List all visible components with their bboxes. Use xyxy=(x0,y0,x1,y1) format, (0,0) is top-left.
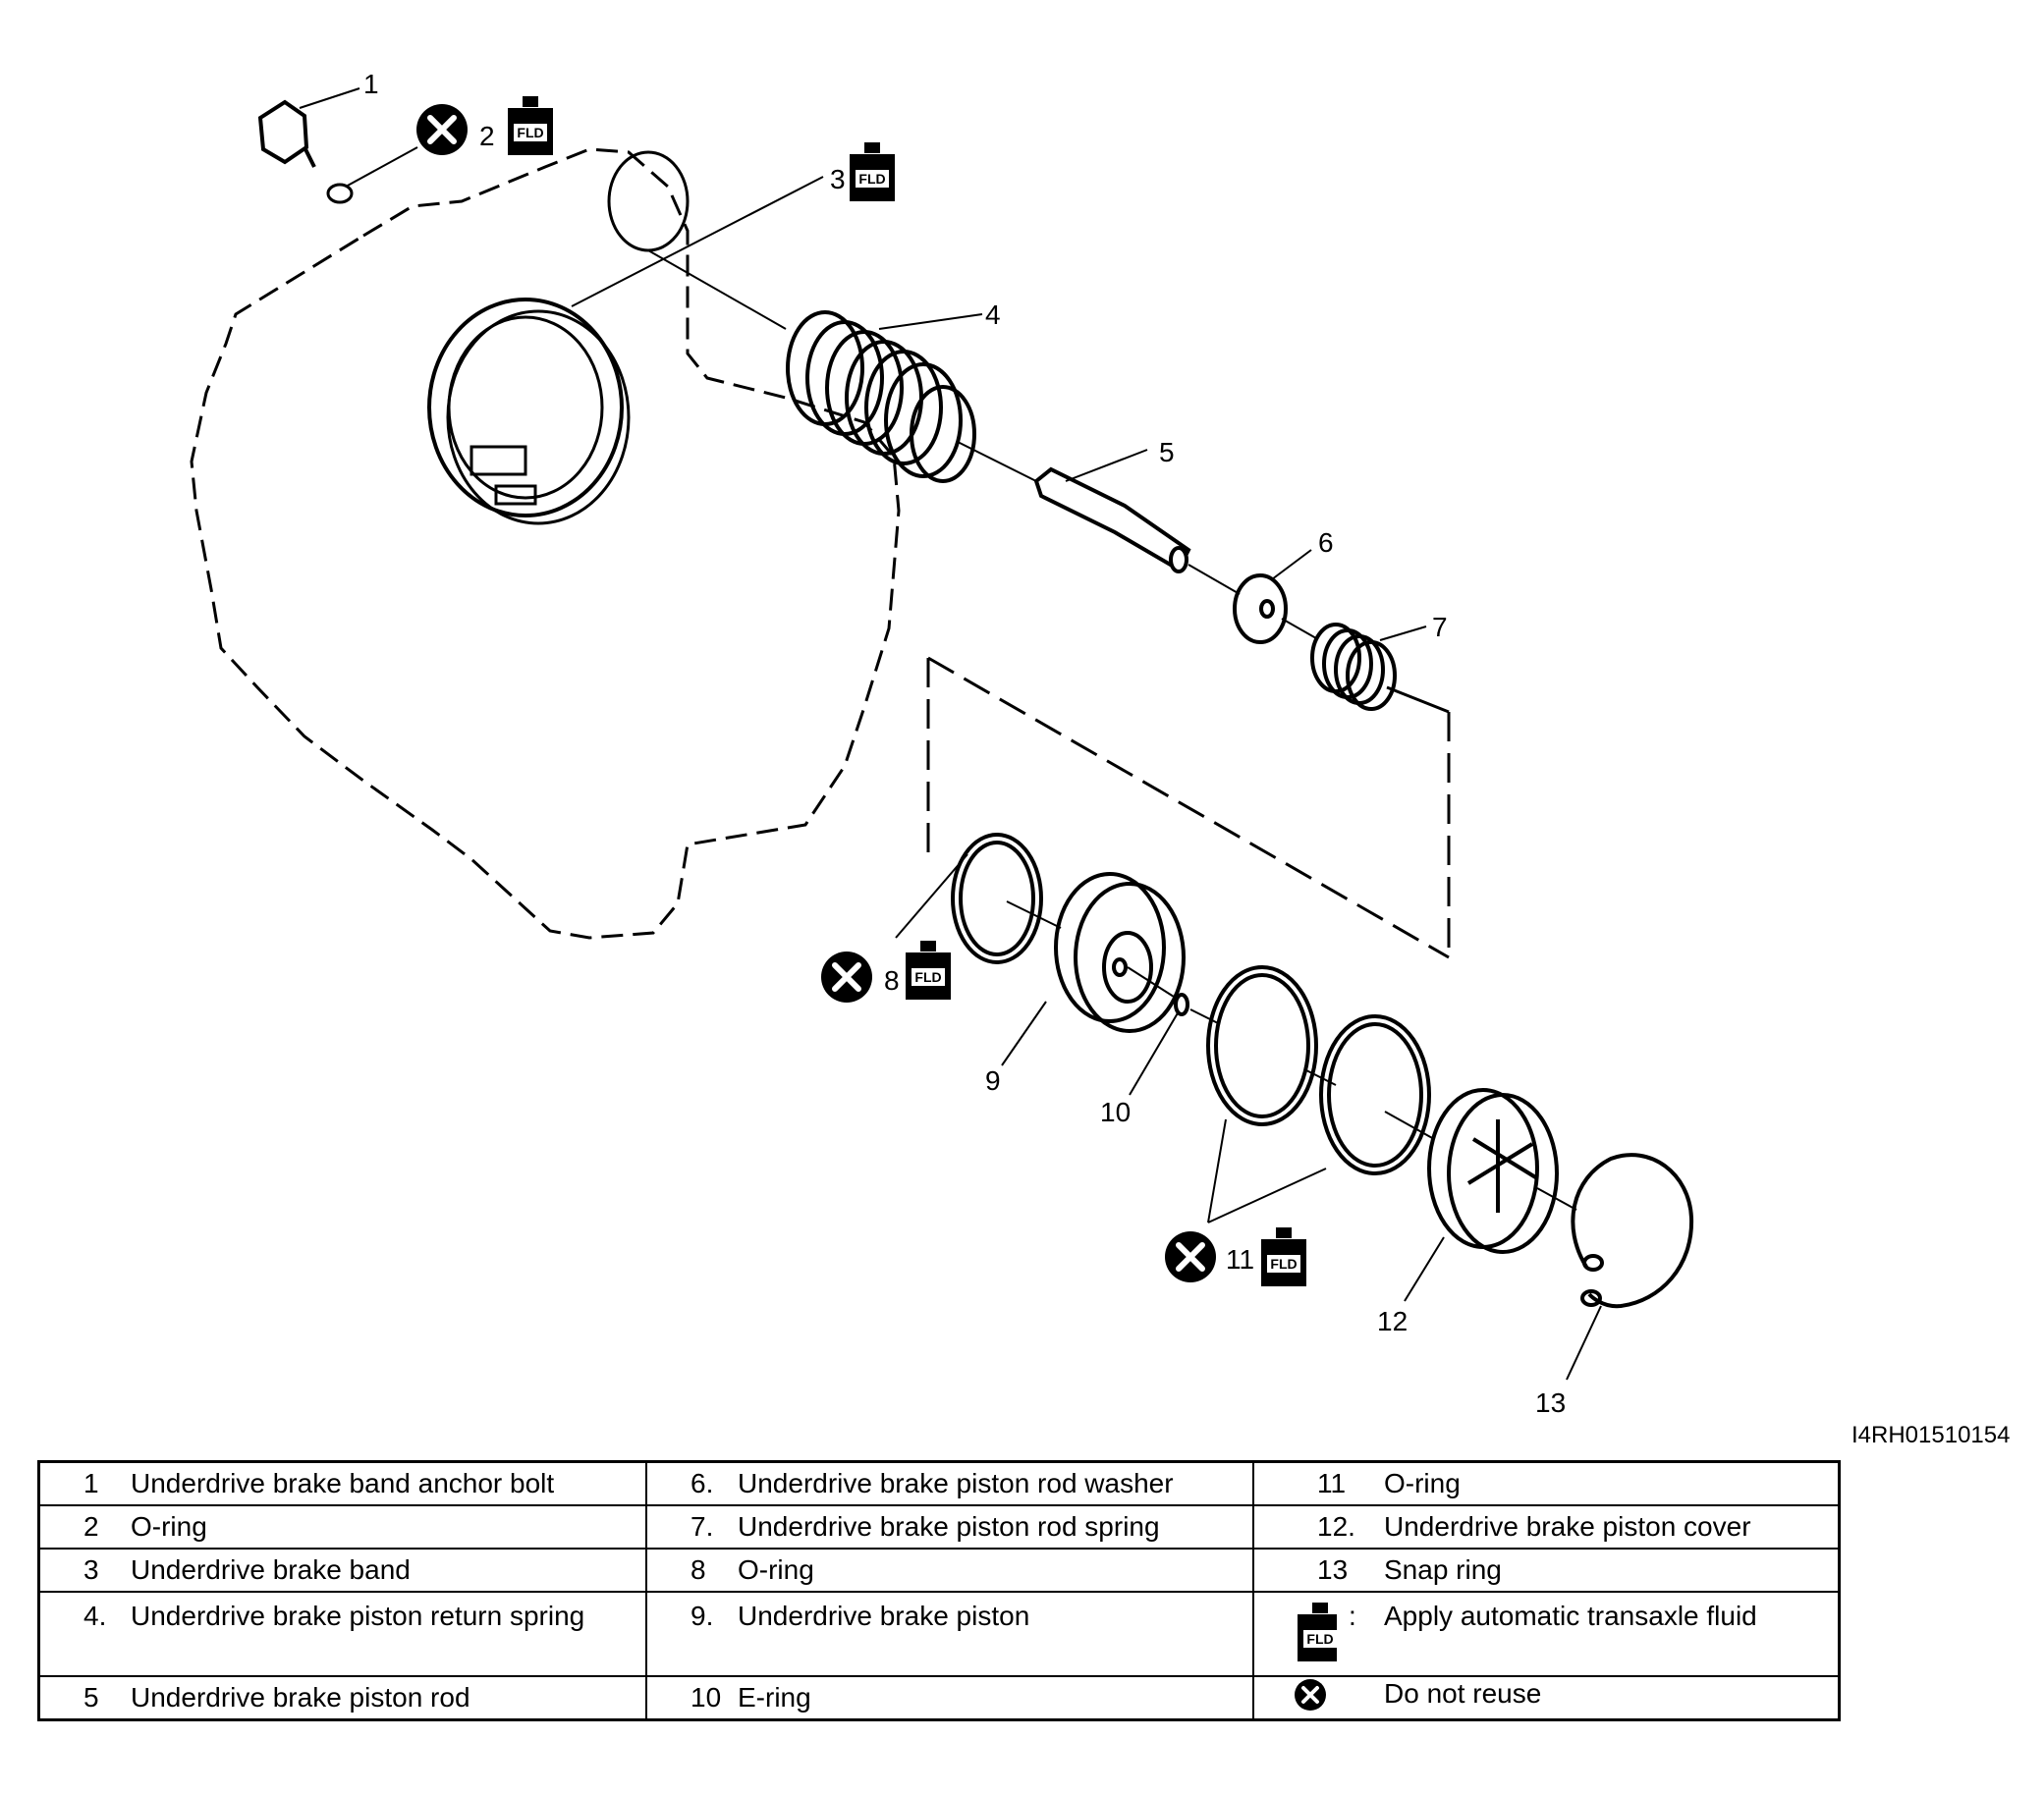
e-ring xyxy=(1174,993,1189,1016)
legend-num: 4. xyxy=(83,1601,107,1631)
legend-num: 12. xyxy=(1317,1511,1355,1542)
snap-ring xyxy=(1571,1153,1694,1309)
legend-text: Underdrive brake band anchor bolt xyxy=(131,1468,555,1498)
legend-text: Underdrive brake piston rod spring xyxy=(738,1511,1160,1542)
legend-row: 1 Underdrive brake band anchor bolt 6. Und… xyxy=(37,1460,1841,1506)
legend-text: Underdrive brake piston rod xyxy=(131,1682,470,1713)
legend-text: O-ring xyxy=(738,1554,814,1585)
legend-row: 5 Underdrive brake piston rod 10 E-ring Do… xyxy=(37,1675,1841,1721)
callout-11: 11 xyxy=(1226,1244,1254,1275)
callout-1: 1 xyxy=(363,69,379,99)
legend-text: Underdrive brake piston xyxy=(738,1601,1030,1631)
legend-row: 3 Underdrive brake band 8 O-ring 13 Snap ri… xyxy=(37,1548,1841,1593)
legend-num: 7. xyxy=(691,1511,714,1542)
callout-10: 10 xyxy=(1100,1097,1131,1127)
legend-text: Underdrive brake band xyxy=(131,1554,411,1585)
legend-row: 4.Underdrive brake piston return spring … xyxy=(37,1591,1841,1677)
legend-num: 1 xyxy=(83,1468,99,1498)
callout-12: 12 xyxy=(1377,1306,1408,1336)
svg-text:FLD: FLD xyxy=(1306,1631,1333,1647)
rod-washer xyxy=(1233,573,1288,644)
callout-5: 5 xyxy=(1159,437,1175,467)
do-not-reuse-icon xyxy=(1295,1678,1326,1711)
brake-piston xyxy=(1054,872,1186,1033)
fluid-bottle-icon xyxy=(508,96,553,155)
legend-text: Underdrive brake piston return spring xyxy=(131,1601,585,1631)
legend-num: 6. xyxy=(691,1468,714,1498)
legend-text: Snap ring xyxy=(1384,1554,1502,1585)
legend-text: Apply automatic transaxle fluid xyxy=(1384,1601,1757,1631)
callout-9: 9 xyxy=(985,1065,1001,1096)
legend-row: 2 O-ring 7. Underdrive brake piston rod sp… xyxy=(37,1504,1841,1550)
brake-band xyxy=(427,298,631,525)
callout-8: 8 xyxy=(884,965,900,996)
do-not-reuse-icon xyxy=(821,952,872,1003)
fluid-bottle-icon xyxy=(1261,1227,1306,1286)
callout-4: 4 xyxy=(985,299,1001,330)
callout-2: 2 xyxy=(479,121,495,151)
legend-num: 2 xyxy=(83,1511,99,1542)
legend-colon: : xyxy=(1349,1601,1356,1631)
callout-3: 3 xyxy=(830,164,846,194)
piston-o-ring xyxy=(951,833,1043,964)
legend-num: 10 xyxy=(691,1682,722,1713)
legend-text: Underdrive brake piston cover xyxy=(1384,1511,1751,1542)
rod-spring xyxy=(1310,623,1397,711)
return-spring xyxy=(786,310,976,483)
anchor-bolt xyxy=(257,99,354,204)
assembly-axis xyxy=(647,249,1577,1211)
piston-rod xyxy=(1033,466,1191,573)
callout-labels: 1 2 3 4 5 6 7 8 9 10 11 12 13 xyxy=(363,69,1566,1418)
callout-7: 7 xyxy=(1432,612,1448,642)
legend-num: 11 xyxy=(1317,1468,1347,1498)
legend-num: 8 xyxy=(691,1554,706,1585)
legend-num: 5 xyxy=(83,1682,99,1713)
do-not-reuse-icon xyxy=(416,104,468,155)
legend-text: O-ring xyxy=(1384,1468,1461,1498)
fluid-bottle-icon xyxy=(850,142,895,201)
leader-lines xyxy=(299,87,1602,1381)
cover-o-rings xyxy=(1206,965,1431,1175)
legend-num: 3 xyxy=(83,1554,99,1585)
do-not-reuse-icon xyxy=(1165,1231,1216,1282)
legend-num: 13 xyxy=(1317,1554,1349,1585)
callout-13: 13 xyxy=(1535,1387,1566,1418)
exploded-view-diagram: FLD xyxy=(190,69,1694,1418)
legend-text: Underdrive brake piston rod washer xyxy=(738,1468,1174,1498)
legend-text: O-ring xyxy=(131,1511,207,1542)
legend-num: 9. xyxy=(691,1601,714,1631)
parts-legend-table: 1 Underdrive brake band anchor bolt 6. Und… xyxy=(37,1460,1841,1721)
transaxle-case-outline xyxy=(190,147,901,940)
piston-cover xyxy=(1427,1088,1559,1254)
assembly-outline xyxy=(926,656,1451,959)
legend-text: E-ring xyxy=(738,1682,811,1713)
fluid-bottle-icon xyxy=(906,941,951,1000)
callout-6: 6 xyxy=(1318,527,1334,558)
legend-text: Do not reuse xyxy=(1384,1677,1542,1709)
figure-code: I4RH01510154 xyxy=(1851,1422,2011,1448)
fluid-bottle-icon: FLD xyxy=(1298,1603,1343,1661)
